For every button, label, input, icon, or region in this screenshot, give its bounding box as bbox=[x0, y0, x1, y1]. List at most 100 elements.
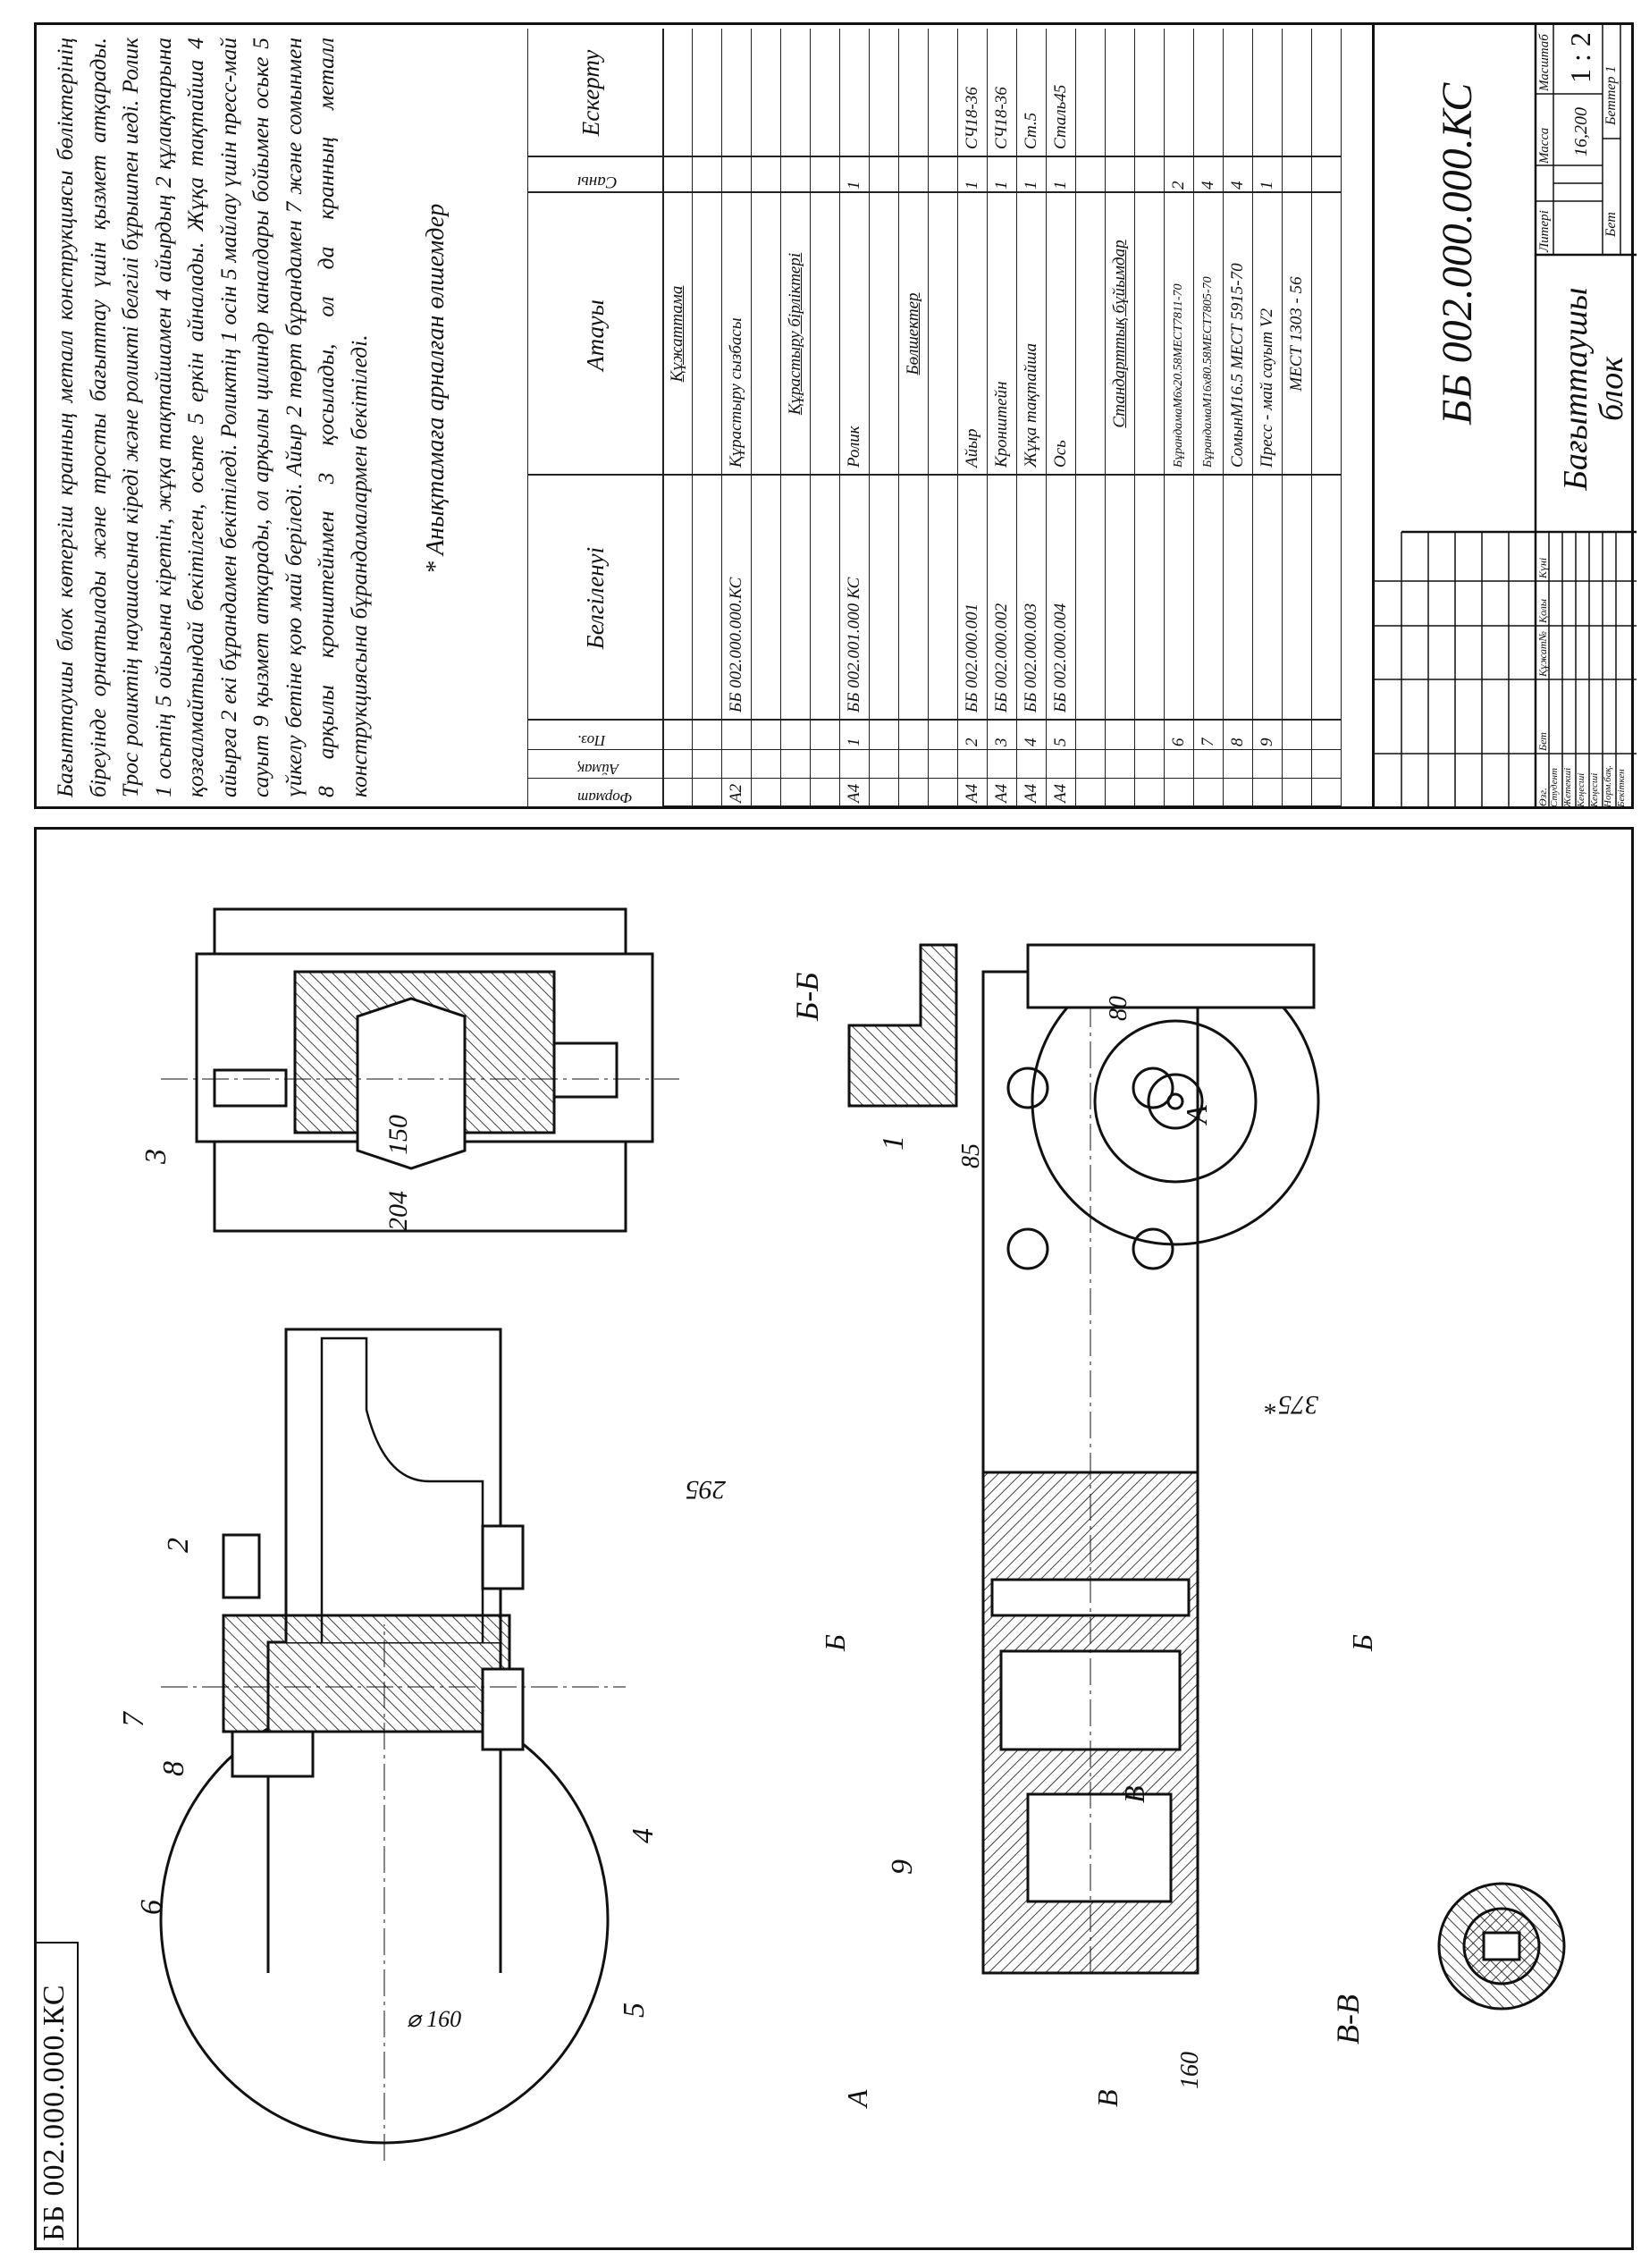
spec-cell-note: СЧ18-36 bbox=[987, 29, 1016, 157]
dim-d375: 375* bbox=[1265, 1390, 1319, 1420]
spec-cell-note bbox=[869, 29, 898, 157]
spec-cell-zone bbox=[1134, 750, 1164, 779]
pos-2: 2 bbox=[162, 1538, 195, 1553]
spec-cell-pos bbox=[1105, 721, 1134, 750]
spec-cell-name bbox=[692, 193, 721, 476]
spec-cell-designation bbox=[1252, 476, 1282, 721]
dim-d204: 204 bbox=[383, 1191, 413, 1231]
pos-6: 6 bbox=[135, 1900, 168, 1915]
dim-d160: ⌀ 160 bbox=[407, 2006, 461, 2032]
hdr-zone: Аймақ bbox=[577, 761, 619, 778]
dim-w160: 160 bbox=[1176, 2052, 1204, 2089]
spec-cell-designation bbox=[1134, 476, 1164, 721]
drawing-views: ⌀ 160 160 295 375* 85 80 150 204 1 2 3 4… bbox=[117, 907, 1566, 2161]
spec-cell-name: Кронштейн bbox=[987, 193, 1016, 476]
tb-scale: 1 : 2 bbox=[1564, 32, 1596, 83]
spec-cell-zone bbox=[1252, 750, 1282, 779]
label-bb: Б-Б bbox=[789, 973, 825, 1022]
spec-cell-zone bbox=[1223, 750, 1252, 779]
spec-cell-designation bbox=[1105, 476, 1134, 721]
spec-cell-qty bbox=[869, 157, 898, 193]
spec-cell-name bbox=[1311, 193, 1341, 476]
plan-view bbox=[981, 963, 1199, 1975]
spec-cell-name: Ролик bbox=[839, 193, 869, 476]
spec-cell-zone bbox=[1075, 750, 1105, 779]
pos-4: 4 bbox=[627, 1828, 660, 1843]
spec-cell-qty: 2 bbox=[1164, 157, 1193, 193]
spec-cell-designation: ББ 002.000.001 bbox=[957, 476, 987, 721]
spec-cell-note bbox=[721, 29, 751, 157]
spec-row bbox=[751, 29, 781, 806]
spec-cell-format: А2 bbox=[721, 779, 751, 806]
spec-cell-qty bbox=[692, 157, 721, 193]
spec-row: Бөлшектер bbox=[898, 29, 929, 806]
label-b-top: Б bbox=[819, 1634, 851, 1652]
spec-cell-qty bbox=[1075, 157, 1105, 193]
tb-sign-col: Құжат№ bbox=[1536, 631, 1549, 677]
spec-cell-note bbox=[839, 29, 869, 157]
spec-cell-designation bbox=[928, 476, 957, 721]
spec-cell-qty bbox=[1282, 157, 1311, 193]
spec-cell-note bbox=[1075, 29, 1105, 157]
spec-row: Стандарттық бұйымдар bbox=[1105, 29, 1135, 806]
spec-cell-note bbox=[1252, 29, 1282, 157]
tb-role: Кеңесші bbox=[1589, 772, 1600, 807]
spec-cell-zone bbox=[1046, 750, 1075, 779]
spec-cell-format bbox=[869, 779, 898, 806]
spec-cell-name bbox=[869, 193, 898, 476]
spec-cell-name: Құжаттама bbox=[662, 193, 692, 476]
spec-cell-pos bbox=[1134, 721, 1164, 750]
front-view bbox=[159, 1328, 626, 2161]
spec-cell-pos bbox=[928, 721, 957, 750]
spec-cell-name: СомынМ16.5 МЕСТ 5915-70 bbox=[1223, 193, 1252, 476]
spec-cell-pos bbox=[1311, 721, 1341, 750]
spec-cell-pos bbox=[721, 721, 751, 750]
label-v-top: В bbox=[1118, 1785, 1150, 1803]
spec-cell-name: Құрастыру сызбасы bbox=[721, 193, 751, 476]
tb-col-massa: Масса bbox=[1537, 127, 1552, 164]
spec-cell-zone bbox=[839, 750, 869, 779]
spec-cell-zone bbox=[810, 750, 839, 779]
hdr-format: Формат bbox=[577, 789, 633, 806]
tb-mass: 16,200 bbox=[1571, 107, 1591, 156]
spec-row: Құрастыру бірліктері bbox=[780, 29, 811, 806]
spec-row bbox=[1311, 29, 1342, 806]
spec-row bbox=[869, 29, 899, 806]
spec-cell-qty bbox=[898, 157, 928, 193]
spec-cell-note bbox=[1134, 29, 1164, 157]
spec-cell-pos: 3 bbox=[987, 721, 1016, 750]
spec-cell-pos bbox=[1282, 721, 1311, 750]
spec-cell-qty bbox=[751, 157, 780, 193]
spec-cell-pos: 1 bbox=[839, 721, 869, 750]
spec-cell-designation: ББ 002.001.000 КС bbox=[839, 476, 869, 721]
spec-cell-zone bbox=[692, 750, 721, 779]
spec-cell-qty bbox=[810, 157, 839, 193]
tb-sheet: Бет bbox=[1603, 212, 1619, 237]
spec-cell-format bbox=[898, 779, 928, 806]
spec-cell-note bbox=[928, 29, 957, 157]
spec-cell-zone bbox=[662, 750, 692, 779]
spec-cell-qty: 1 bbox=[987, 157, 1016, 193]
spec-row bbox=[1075, 29, 1106, 806]
spec-cell-designation bbox=[1193, 476, 1223, 721]
spec-cell-pos bbox=[1075, 721, 1105, 750]
tb-designation: ББ 002.000.000.КС bbox=[1434, 82, 1481, 425]
spec-cell-qty bbox=[1311, 157, 1341, 193]
spec-cell-note bbox=[780, 29, 810, 157]
tb-sign-col: Бет bbox=[1536, 732, 1549, 751]
spec-cell-pos bbox=[869, 721, 898, 750]
spec-cell-format bbox=[810, 779, 839, 806]
hdr-name: Атауы bbox=[582, 299, 609, 371]
spec-cell-zone bbox=[1105, 750, 1134, 779]
hdr-designation: Белгіленуі bbox=[582, 546, 609, 650]
spec-cell-note bbox=[1193, 29, 1223, 157]
tb-col-literi: Литері bbox=[1537, 210, 1552, 252]
spec-cell-qty bbox=[1105, 157, 1134, 193]
spec-cell-pos bbox=[662, 721, 692, 750]
spec-cell-qty: 1 bbox=[957, 157, 987, 193]
spec-cell-format bbox=[1252, 779, 1282, 806]
